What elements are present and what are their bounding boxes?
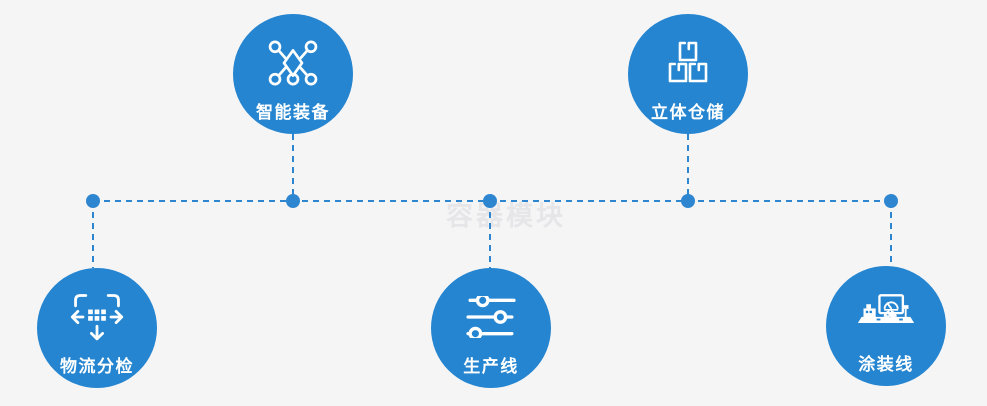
painting-machine-icon xyxy=(856,287,916,343)
connector-vline-painting-line xyxy=(890,201,892,266)
network-nodes-icon xyxy=(266,35,320,91)
junction-dot-production xyxy=(483,194,497,208)
node-label: 智能装备 xyxy=(256,103,330,122)
junction-dot-logistics xyxy=(86,194,100,208)
node-label: 生产线 xyxy=(463,357,519,376)
junction-dot-smart-equipment xyxy=(286,194,300,208)
node-vertical-warehouse: 立体仓储 xyxy=(628,14,748,134)
sliders-icon xyxy=(466,289,516,345)
connector-vline-warehouse xyxy=(687,134,689,201)
node-production-line: 生产线 xyxy=(431,268,551,388)
node-smart-equipment: 智能装备 xyxy=(233,14,353,134)
connector-vline-logistics-sorting xyxy=(92,201,94,268)
stacked-boxes-icon xyxy=(664,35,712,91)
watermark-text: 容器模块 xyxy=(446,201,566,231)
connector-vline-smart-equipment xyxy=(292,134,294,201)
connector-vline-production-line xyxy=(489,201,491,268)
node-logistics-sorting: 物流分检 xyxy=(37,268,157,388)
junction-dot-warehouse xyxy=(681,194,695,208)
node-label: 物流分检 xyxy=(60,357,134,376)
sorting-dispatch-icon xyxy=(69,289,125,345)
node-label: 立体仓储 xyxy=(651,103,725,122)
node-painting-line: 涂装线 xyxy=(826,266,946,386)
junction-dot-painting xyxy=(884,194,898,208)
node-label: 涂装线 xyxy=(858,355,914,374)
